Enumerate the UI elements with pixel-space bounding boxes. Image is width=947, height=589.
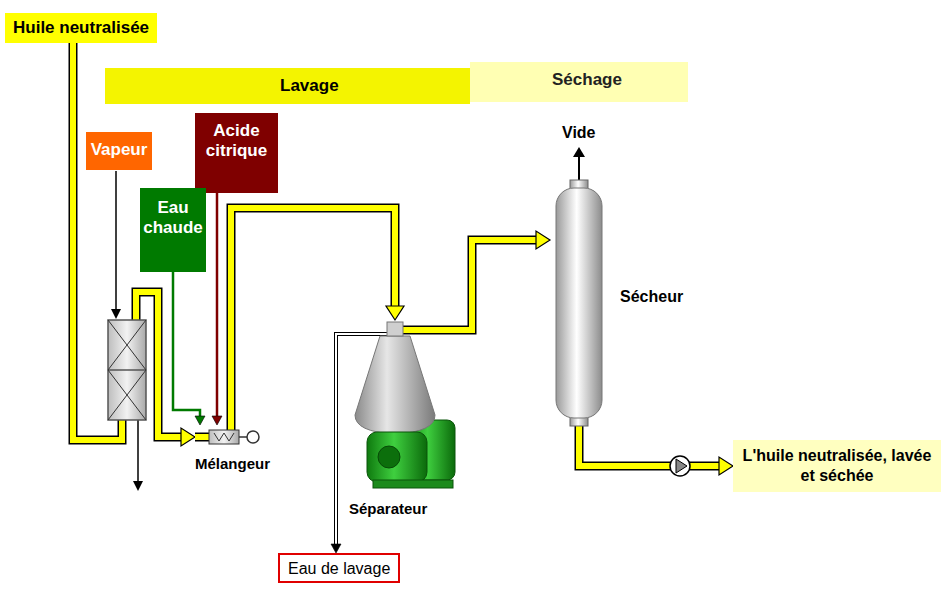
port-label: Vide [562, 124, 596, 142]
stage-band: Lavage [105, 68, 470, 104]
heat-exchanger [108, 320, 146, 420]
feed-line [173, 272, 205, 425]
node-text: Acide citrique [197, 121, 276, 161]
stage-band: Séchage [470, 62, 688, 102]
oil-pipe [460, 231, 550, 330]
output-box: Eau de lavage [278, 553, 400, 583]
node-text: Sécheur [620, 288, 683, 306]
product-box: L'huile neutralisée, lavée et séchée [733, 440, 941, 492]
node-text: Séparateur [349, 500, 427, 517]
drain-line [137, 420, 139, 482]
node-text: L'huile neutralisée, lavée et séchée [739, 446, 935, 486]
steam-line [115, 171, 117, 310]
feed-line [331, 334, 345, 553]
input-box: Eau chaude [140, 188, 206, 272]
node-text: Eau chaude [142, 198, 204, 238]
node-text: Vapeur [88, 140, 150, 160]
oil-pipe [579, 426, 733, 475]
node-text: Séchage [552, 70, 688, 90]
feed-line [212, 193, 222, 425]
feed-label: Huile neutralisée [5, 13, 157, 43]
input-box: Acide citrique [195, 113, 278, 193]
node-text: Mélangeur [195, 455, 270, 472]
vacuum-arrowhead [573, 147, 585, 157]
separator: Séparateur [345, 320, 460, 530]
node-text: Huile neutralisée [13, 18, 149, 38]
vacuum-line [578, 156, 580, 180]
centrifugal-separator [345, 320, 460, 530]
mixer: Mélangeur [195, 425, 295, 487]
node-text: Lavage [280, 76, 470, 96]
dryer: Sécheur [550, 180, 700, 426]
pump-symbol [670, 456, 690, 476]
drain-arrowhead [133, 481, 143, 491]
input-box: Vapeur [86, 132, 152, 170]
node-text: Eau de lavage [288, 560, 390, 578]
steam-arrowhead [111, 309, 121, 319]
